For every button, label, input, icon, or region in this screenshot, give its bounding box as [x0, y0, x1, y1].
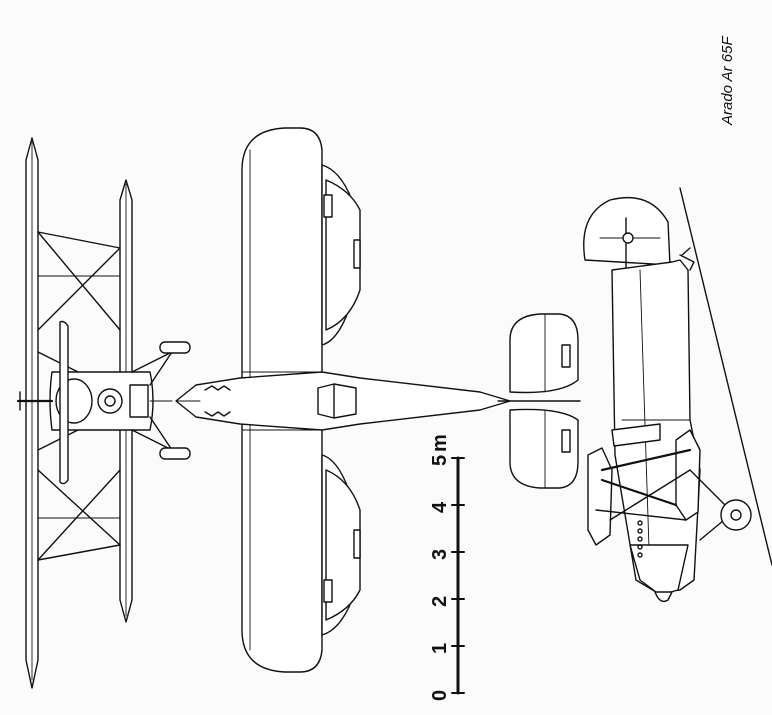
engine-cowling — [97, 388, 123, 414]
scale-unit: m — [429, 434, 451, 452]
scale-tick-1: 1 — [429, 643, 451, 654]
side-lower-wing — [675, 429, 701, 521]
side-view — [583, 187, 772, 603]
scale-tick-5: 5 — [429, 455, 451, 466]
side-upper-wing — [587, 447, 613, 546]
scale-bar: 0 1 2 3 4 5 m — [429, 434, 465, 701]
scale-tick-2: 2 — [429, 596, 451, 607]
front-float-left — [159, 341, 191, 354]
scale-tick-0: 0 — [429, 690, 451, 701]
exhaust-stubs — [637, 520, 643, 558]
side-main-wheel — [720, 499, 752, 531]
scale-tick-3: 3 — [429, 549, 451, 560]
plan-tailplane-right — [509, 408, 579, 489]
ground-line — [679, 187, 772, 566]
plan-cockpit — [317, 383, 357, 419]
side-propeller-hub — [654, 591, 673, 603]
side-fin — [583, 196, 671, 266]
plan-view — [175, 127, 581, 673]
scale-tick-4: 4 — [429, 501, 451, 513]
front-float-right — [159, 447, 191, 460]
front-view — [16, 137, 191, 689]
